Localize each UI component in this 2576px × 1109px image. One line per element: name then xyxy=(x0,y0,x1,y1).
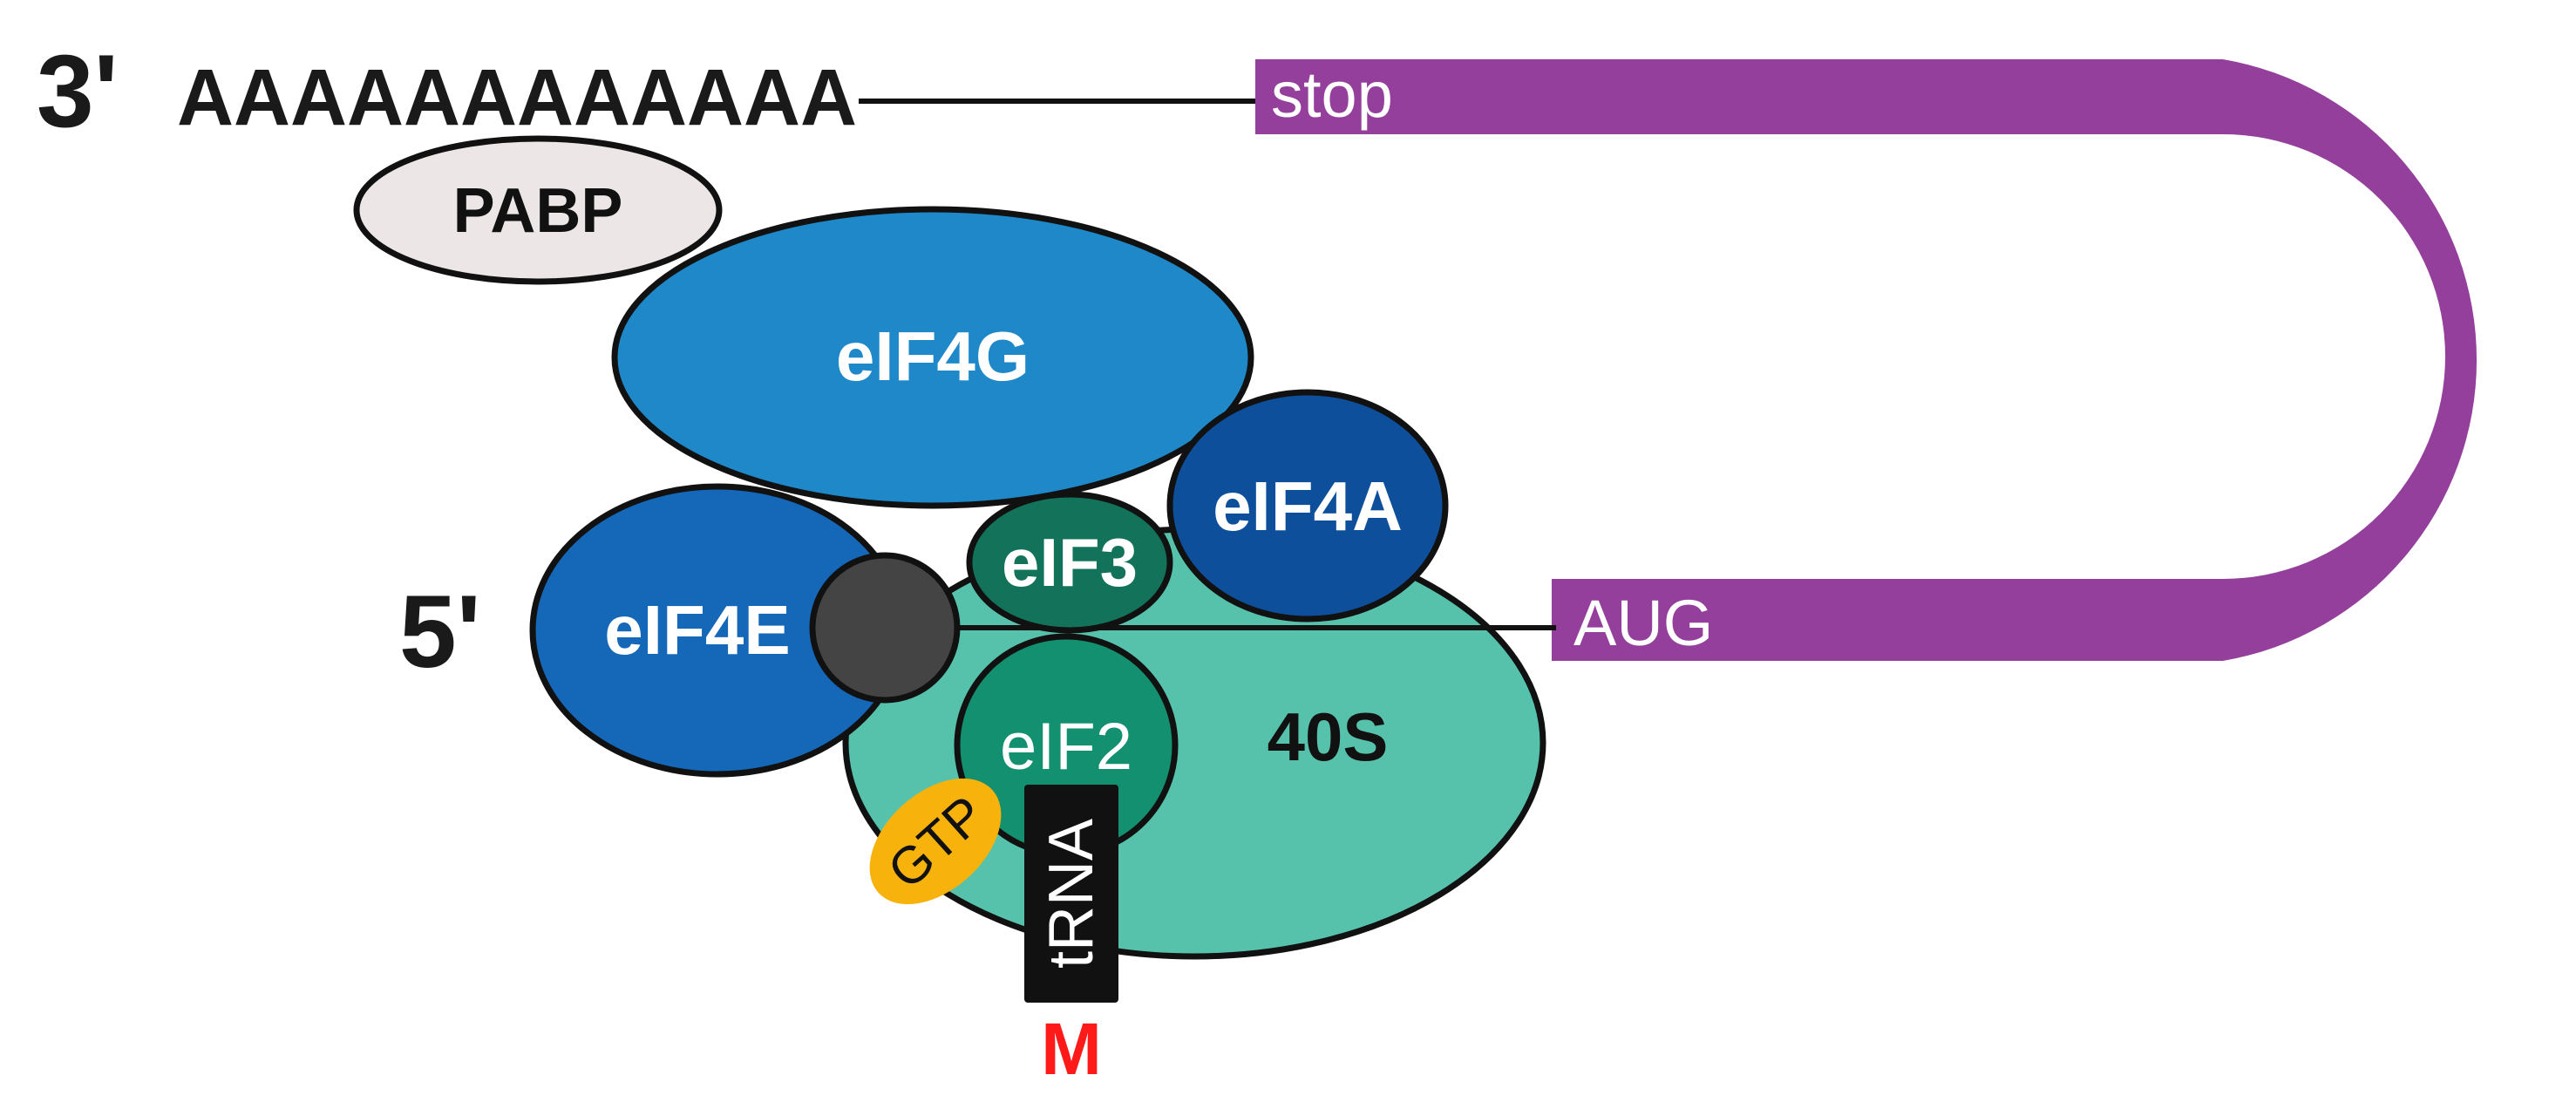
eif2-label: eIF2 xyxy=(1000,710,1132,784)
gtp-ellipse xyxy=(869,778,1002,905)
mrna-coding-loop xyxy=(1255,59,2477,661)
methionine-label: M xyxy=(1041,1008,1102,1090)
five-prime-label: 5' xyxy=(399,575,481,690)
aug-start-codon-label: AUG xyxy=(1573,587,1713,659)
pabp-protein xyxy=(353,135,723,285)
poly-a-tail-label: AAAAAAAAAAAA xyxy=(177,53,857,142)
five-prime-cap xyxy=(809,552,961,704)
eif4e-label: eIF4E xyxy=(604,591,790,669)
eif3-label: eIF3 xyxy=(1002,524,1138,601)
eif3-protein xyxy=(966,491,1173,634)
three-prime-label: 3' xyxy=(37,34,119,149)
eif4a-label: eIF4A xyxy=(1213,467,1403,545)
trna-molecule xyxy=(1024,785,1118,1003)
eif4a-protein xyxy=(1166,389,1449,623)
pabp-label: PABP xyxy=(453,176,623,246)
eif4g-protein xyxy=(611,206,1254,509)
stop-codon-label: stop xyxy=(1271,58,1393,131)
eif4g-label: eIF4G xyxy=(836,317,1030,395)
trna-label: tRNA xyxy=(1037,819,1106,969)
ribosome-40s-label: 40S xyxy=(1268,698,1389,775)
